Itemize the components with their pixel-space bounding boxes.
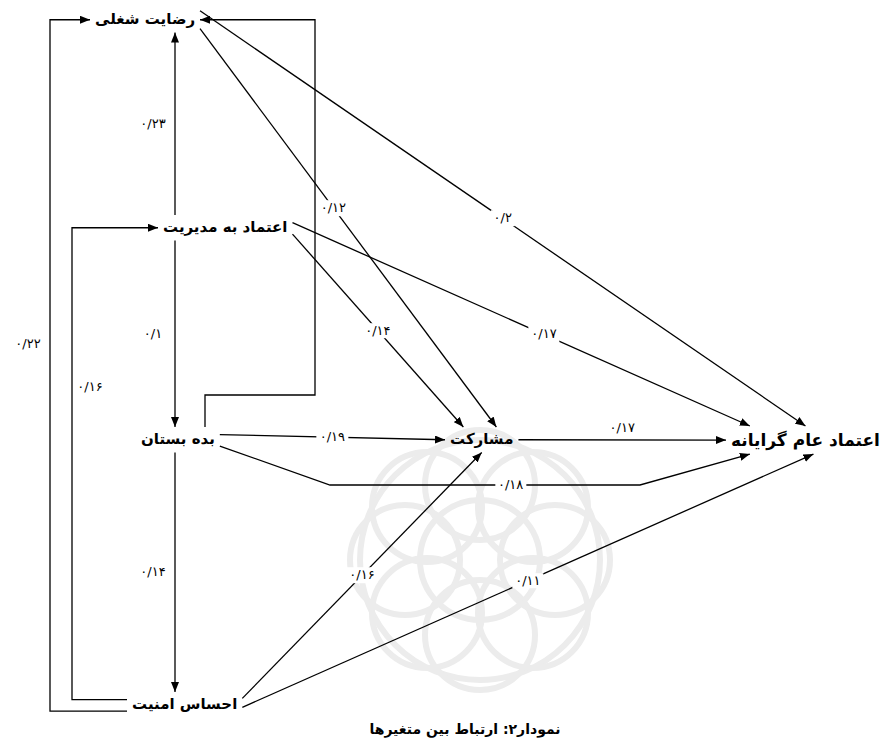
path-coefficient: ۰/۱۴ [137,564,168,580]
path-coefficient: ۰/۲۲ [12,336,43,352]
path-coefficient: ۰/۱۲ [318,200,349,216]
path-coefficient: ۰/۱۷ [607,420,638,436]
path-arrow [174,33,175,216]
figure-caption: نمودار۲: ارتباط بین متغیرها [369,720,560,738]
path-arrow [72,228,158,700]
path-arrow [293,223,750,426]
path-arrow [200,11,805,426]
path-arrow [174,453,175,693]
path-coefficient: ۰/۱۸ [495,477,526,493]
variable-node: رضایت شغلی [90,7,200,33]
path-coefficient: ۰/۱۶ [346,568,377,584]
path-arrow [174,241,175,428]
variable-node: بده بستان [136,427,220,453]
path-arrow [242,454,813,707]
path-coefficient: ۰/۱۷ [528,327,559,343]
variable-name: اعتماد به مدیریت [163,218,288,238]
path-arrow [242,453,481,699]
variable-name: اعتماد عام گرایانه [731,429,880,451]
variable-node: احساس امنیت [127,692,242,718]
variable-node: اعتماد به مدیریت [158,215,293,241]
path-arrow [50,20,127,711]
path-coefficient: ۰/۱۱ [512,573,543,589]
path-coefficient: ۰/۱ [141,326,165,342]
variable-name: رضایت شغلی [95,10,195,30]
path-coefficient: ۰/۱۶ [74,379,105,395]
path-coefficient: ۰/۲ [491,211,515,227]
path-arrow [220,446,750,485]
path-coefficient: ۰/۲۳ [137,116,168,132]
variable-name: بده بستان [141,430,215,450]
variable-name: احساس امنیت [132,695,237,715]
path-coefficient: ۰/۱۴ [362,323,393,339]
path-arrow [293,234,464,427]
path-coefficient: ۰/۱۹ [317,429,348,445]
variable-name: مشارکت [450,430,513,450]
variable-node: اعتماد عام گرایانه [726,426,885,454]
path-arrow [518,439,726,441]
variable-node: مشارکت [445,427,518,453]
